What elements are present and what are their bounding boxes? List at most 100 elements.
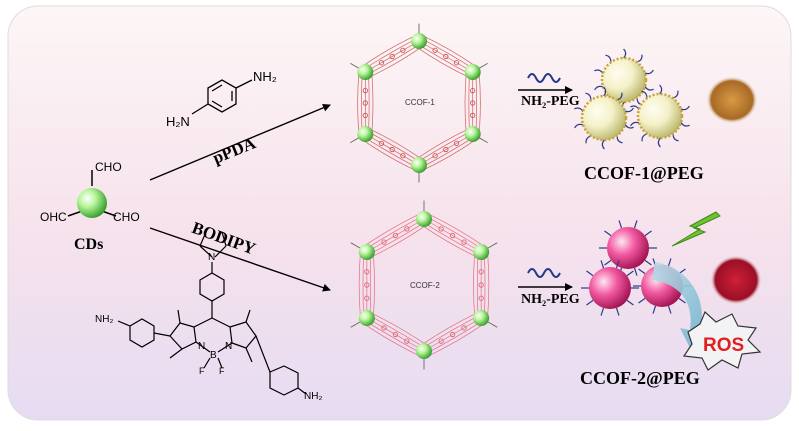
ccof2-node	[473, 310, 490, 326]
ccof2-ring	[381, 325, 387, 331]
ccof1-ring	[443, 146, 449, 153]
ccof1-linker	[368, 46, 423, 78]
ccof2-ring	[364, 295, 370, 301]
ccof1-ring	[378, 140, 385, 146]
ccof2-ring	[438, 338, 444, 344]
ccof1-node-stub	[478, 62, 488, 69]
cho-right-label: CHO	[113, 210, 140, 224]
ccof1-linker	[361, 35, 416, 67]
ccof1-particle	[600, 56, 648, 104]
ccof2-node-stub	[487, 242, 498, 249]
ccof1-node	[411, 33, 427, 49]
ccof2-particle	[589, 267, 631, 309]
ccof1-particle	[580, 94, 628, 142]
ccof1-node	[464, 64, 481, 80]
ccof2-peg-chain	[644, 230, 652, 237]
ccof2-node	[416, 211, 432, 227]
ccof2-ring	[392, 232, 399, 239]
ccof2-ring	[478, 269, 484, 275]
ccof1-linker	[415, 128, 470, 160]
ccof1-peg-label: CCOF-1@PEG	[584, 163, 704, 183]
ccof1-ring	[362, 112, 368, 118]
light-bolt-icon	[671, 211, 721, 247]
ccof1-node	[411, 157, 427, 173]
ccof1-ring	[432, 47, 438, 53]
peg-reagent-1	[518, 73, 573, 94]
ccof2-linker	[487, 251, 490, 319]
ccof2-center-label: CCOF-2	[410, 281, 440, 290]
ccof1-ring	[443, 53, 449, 60]
ccof2-node	[358, 244, 375, 260]
ccof1-node	[357, 64, 374, 80]
ccof2-peg-chain	[604, 259, 612, 266]
ccof1-powder-photo	[706, 76, 758, 124]
ccof2-linker	[420, 224, 479, 258]
ccof1-ring	[378, 60, 385, 66]
ccof1-ring	[453, 140, 460, 146]
ccof2-linker	[372, 251, 375, 319]
ccof1-peg-chain	[623, 48, 627, 59]
ccof1-peg-chain	[657, 137, 661, 148]
ccof1-node	[357, 126, 374, 142]
ccof1-peg-chain	[574, 107, 584, 112]
ccof1-ring	[389, 146, 395, 153]
ccof1-peg-chain	[680, 105, 690, 111]
ccof2-node-stub	[350, 321, 361, 328]
peg-label-1: NH₂-PEG	[521, 94, 580, 109]
ccof1-peg-chain	[603, 86, 607, 97]
ccof1-linker	[422, 139, 477, 171]
ppda-structure	[191, 79, 253, 115]
bodipy-n-amine: N	[208, 252, 216, 263]
ccof2-linker	[420, 312, 479, 346]
ccof1-node	[464, 126, 481, 142]
ccof2-linker	[363, 323, 421, 357]
ccof2-ring	[478, 295, 484, 301]
ccof2-peg-label: CCOF-2@PEG	[580, 368, 700, 388]
ccof1-peg-nanoparticles	[574, 48, 690, 150]
ccof2-powder-photo	[710, 255, 762, 305]
ccof2-linker	[427, 213, 485, 247]
ccof2-peg-chain	[667, 258, 672, 267]
bodipy-structure	[117, 231, 307, 396]
ccof1-node-stub	[350, 62, 360, 69]
ccof2-peg-chain	[667, 305, 672, 314]
ccof2-peg-chain	[678, 297, 686, 304]
ccof1-framework	[350, 23, 488, 183]
ccof2-peg-chain	[600, 307, 605, 316]
ccof2-peg-chain	[618, 220, 623, 229]
ppda-nh2-right: NH₂	[253, 69, 277, 84]
ccof1-ring	[400, 153, 406, 159]
ccof2-ring	[461, 239, 467, 245]
ccof2-linker	[363, 213, 421, 247]
ccof2-linker	[369, 224, 428, 258]
ccof2-peg-chain	[644, 259, 652, 266]
ccof2-linker	[473, 251, 476, 319]
ccof2-peg-chain	[615, 307, 620, 316]
ccof1-peg-chain	[601, 139, 605, 150]
ccof2-framework	[350, 200, 498, 370]
cds-core	[67, 170, 117, 218]
ccof2-peg-chain	[633, 220, 638, 229]
ccof1-ring	[470, 88, 476, 94]
ccof2-ring	[392, 331, 399, 338]
ccof2-ring	[478, 282, 484, 288]
ccof2-ring	[449, 232, 456, 239]
ccof2-peg-chain	[586, 270, 594, 277]
ccof2-peg-chain	[626, 299, 634, 306]
bodipy-nh2-left: NH₂	[95, 314, 114, 325]
ccof2-peg-chain	[652, 305, 657, 314]
ccof2-ring	[381, 239, 387, 245]
ccof1-center-label: CCOF-1	[405, 98, 435, 107]
bodipy-b: B	[210, 350, 217, 361]
ccof1-ring	[389, 53, 395, 60]
cho-left-label: OHC	[40, 210, 67, 224]
ccof2-node-stub	[487, 321, 498, 328]
ccof1-peg-chain	[594, 69, 604, 74]
ccof1-peg-chain	[644, 86, 654, 91]
ccof1-linker	[357, 71, 360, 135]
ccof1-peg-chain	[644, 69, 654, 75]
ccof1-ring	[362, 88, 368, 94]
bodipy-nh2-right: NH₂	[304, 391, 323, 402]
route1-arrow	[149, 104, 331, 181]
ccof2-peg-chain	[604, 230, 612, 237]
